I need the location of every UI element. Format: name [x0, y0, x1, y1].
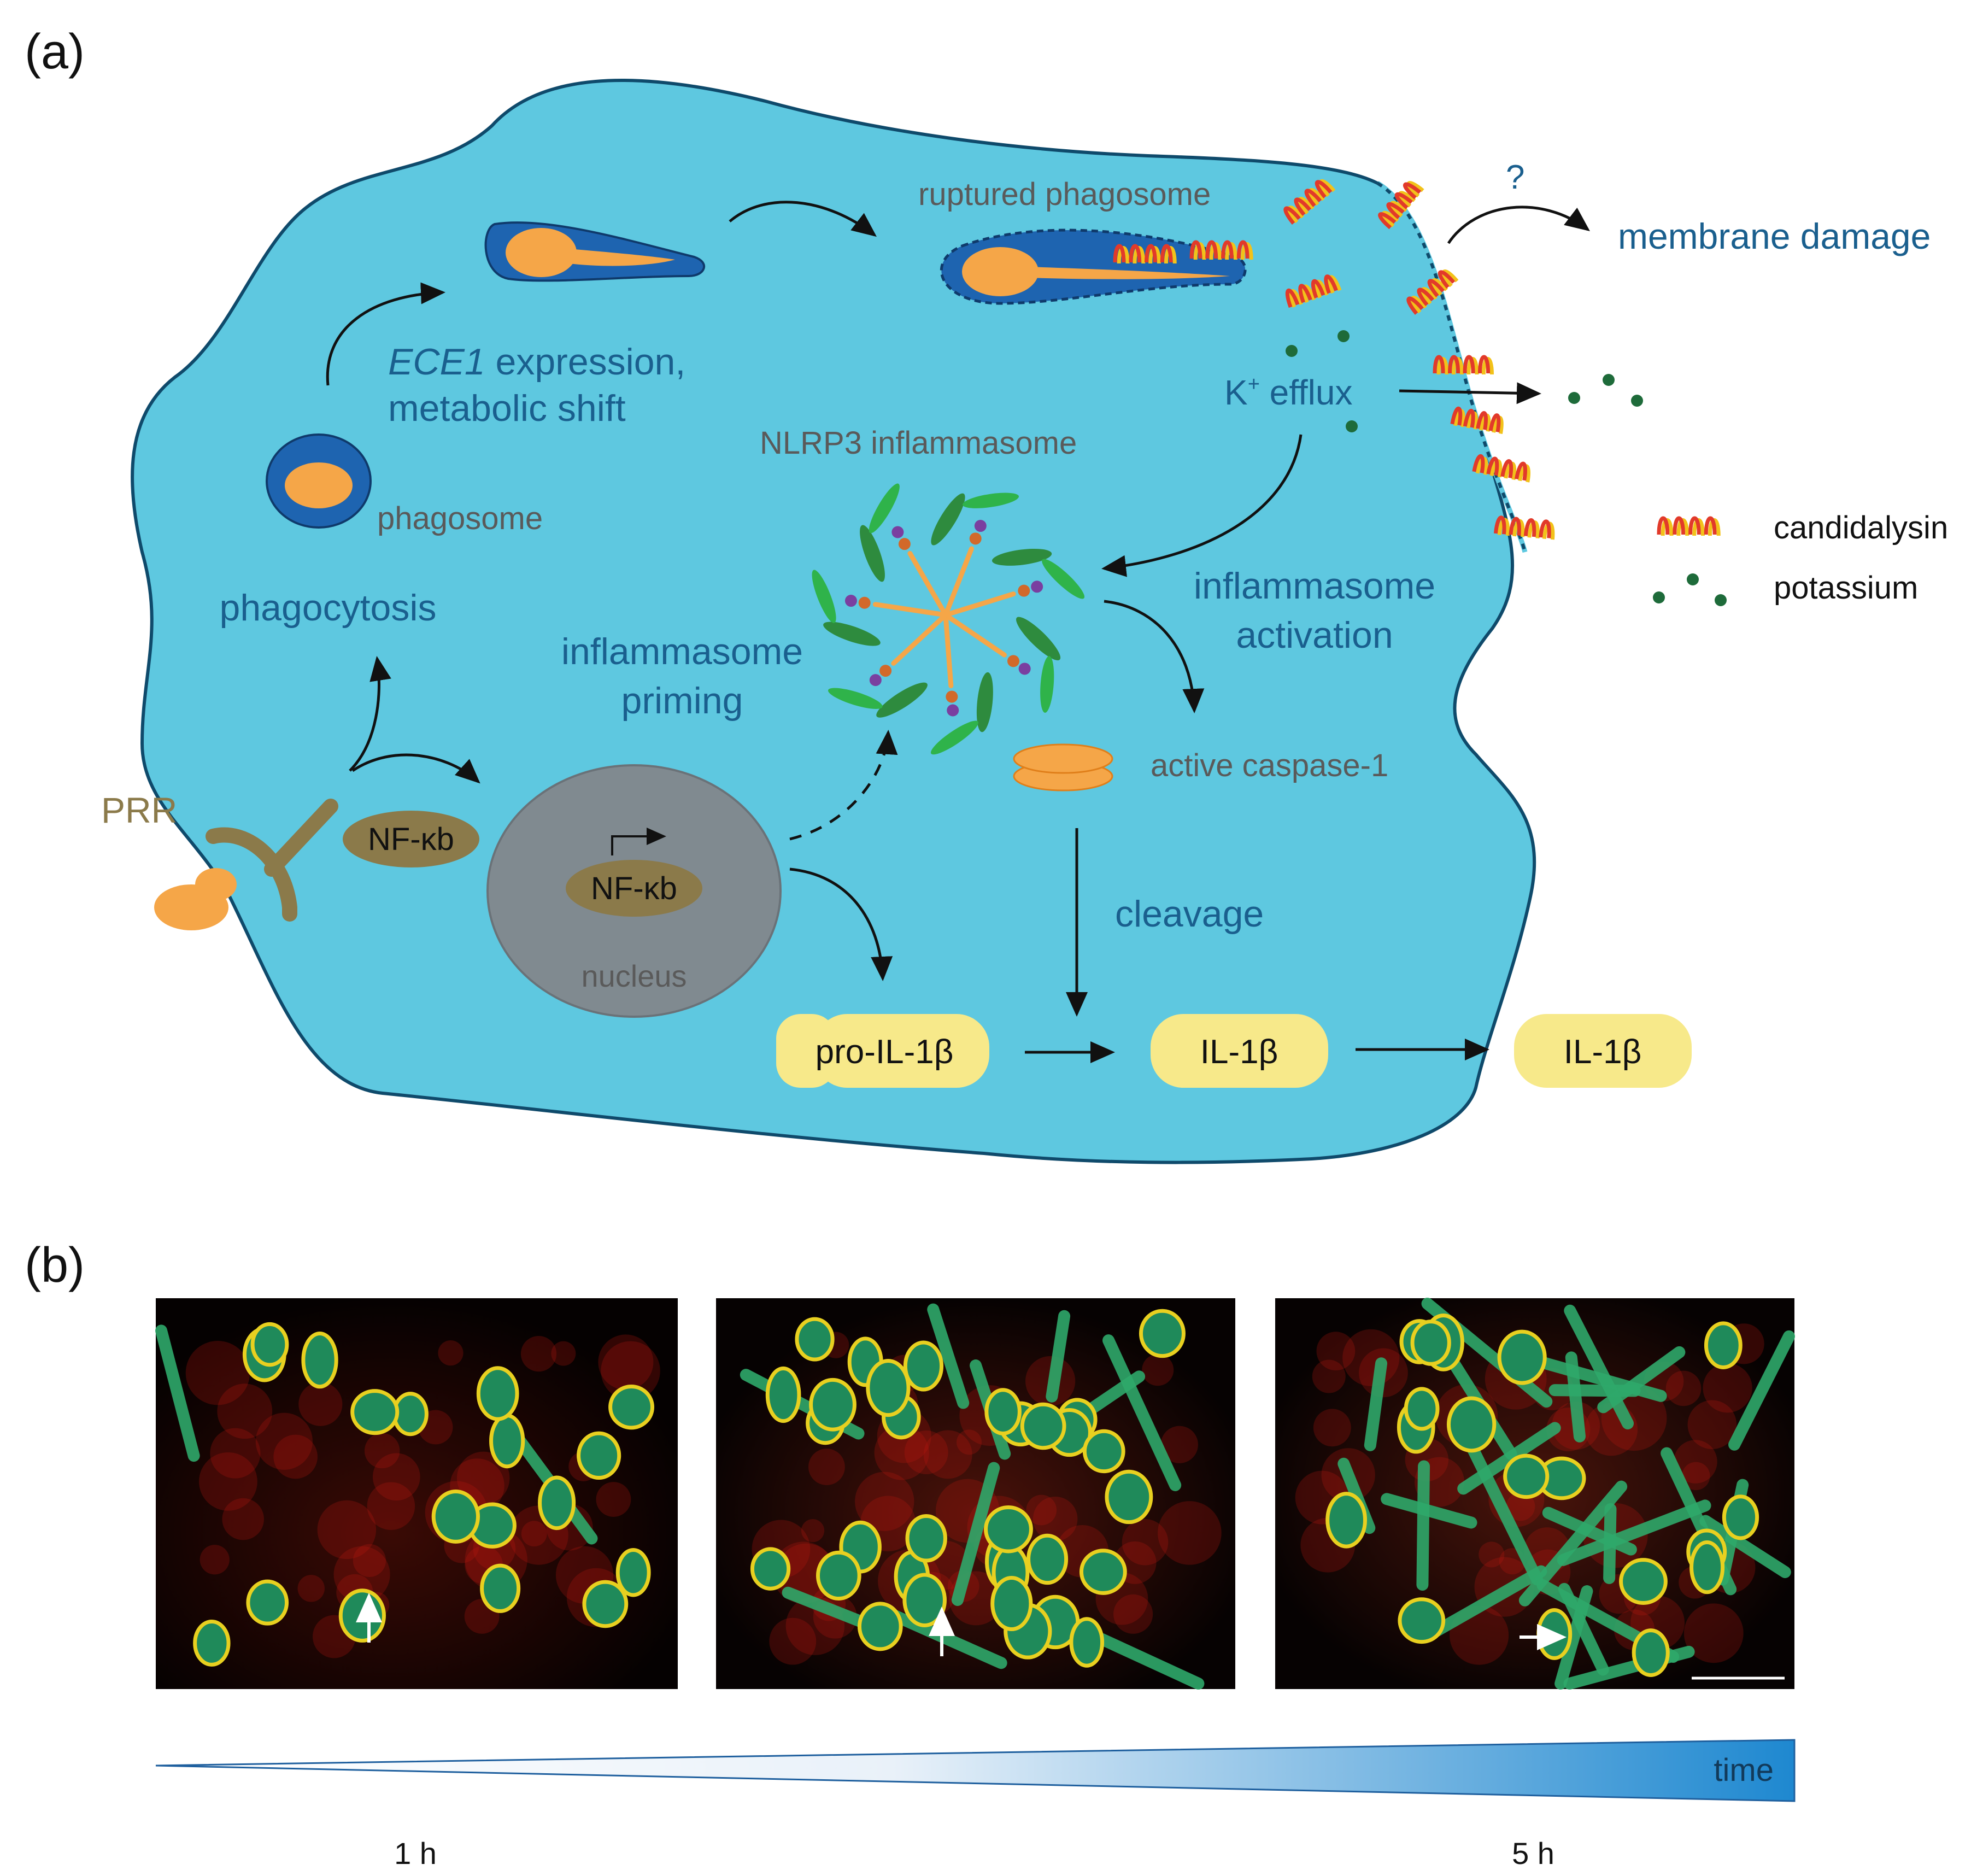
cleavage-label: cleavage — [1115, 893, 1264, 935]
phagosome-label: phagosome — [377, 501, 543, 536]
prr-receptor-stem — [264, 799, 338, 877]
efflux-to-inflammasome-arrow — [1101, 434, 1303, 577]
time-start-label: 1 h — [394, 1836, 437, 1871]
activation-arrow — [1104, 600, 1205, 713]
time-label: time — [1714, 1752, 1774, 1788]
panel-a-label: (a) — [25, 25, 85, 79]
priming-label-1: inflammasome — [561, 631, 803, 672]
micrograph-mid — [716, 1298, 1235, 1690]
il1b-outside-label: IL-1β — [1564, 1033, 1642, 1071]
ece1-expression-label: ECE1 expression, — [388, 341, 685, 383]
nfkb-nuclear-label: NF-κb — [591, 871, 677, 906]
legend-candidalysin-label: candidalysin — [1774, 510, 1948, 546]
phagocytosis-arrow — [349, 656, 391, 772]
candidalysin-helix — [1406, 269, 1459, 315]
nfkb-cytoplasm-icon — [343, 811, 479, 867]
candidalysin-helix — [1285, 274, 1342, 308]
question-mark: ? — [1506, 159, 1524, 196]
il1b-outside-icon — [1514, 1014, 1692, 1088]
active-caspase-1-label: active caspase-1 — [1151, 748, 1388, 783]
priming-arrow — [789, 730, 898, 841]
candidalysin-helix — [1189, 240, 1253, 260]
k-efflux-label: K+ efflux — [1224, 373, 1352, 412]
candidalysin-helix — [1433, 355, 1494, 375]
pro-il1b-icon — [776, 1014, 989, 1088]
candidalysin-helix — [1283, 179, 1336, 225]
phagosome-icon — [266, 433, 372, 529]
k-efflux-arrow — [1399, 382, 1541, 404]
phagosome-to-hypha-arrow — [326, 282, 445, 386]
prr-to-nfkb-arrow — [351, 753, 480, 784]
nfkb-cytoplasm-label: NF-κb — [368, 822, 454, 857]
potassium-icon — [1653, 573, 1727, 606]
time-wedge — [155, 1739, 1796, 1802]
legend-potassium-label: potassium — [1774, 570, 1918, 606]
active-caspase-1-icon — [1013, 743, 1113, 792]
pro-il1b-label: pro-IL-1β — [816, 1033, 954, 1071]
yeast-cell-icon — [154, 868, 237, 930]
il1b-inside-icon — [1151, 1014, 1328, 1088]
candidalysin-helices — [1113, 179, 1555, 540]
candidalysin-helix — [1657, 516, 1721, 536]
potassium-dots-outside — [1568, 374, 1643, 407]
nucleus-label: nucleus — [581, 959, 687, 993]
nucleus-to-pro-il1b-arrow — [789, 867, 893, 981]
membrane-damage-arrow — [1447, 206, 1590, 244]
micrograph-1h — [155, 1298, 678, 1689]
nlrp3-label: NLRP3 inflammasome — [760, 425, 1077, 461]
potassium-dots-inside — [1286, 330, 1358, 432]
nfkb-nuclear-icon — [566, 860, 702, 917]
transcription-arrow — [611, 828, 666, 855]
candidalysin-helix — [1493, 515, 1555, 540]
time-end-label: 5 h — [1512, 1836, 1554, 1871]
nlrp3-inflammasome-icon — [812, 483, 1085, 755]
activation-label-2: activation — [1236, 614, 1393, 656]
membrane-damage-label: membrane damage — [1618, 216, 1931, 256]
candidalysin-helix — [1472, 454, 1530, 483]
activation-label-1: inflammasome — [1194, 565, 1435, 607]
candidalysin-helix — [1378, 181, 1424, 230]
legend: candidalysin potassium — [1653, 510, 1948, 606]
hypha-to-rupture-arrow — [729, 201, 877, 237]
candidalysin-helix — [1113, 244, 1177, 264]
phagocytosis-label: phagocytosis — [220, 587, 437, 629]
ruptured-phagosome-label: ruptured phagosome — [918, 177, 1211, 212]
candidalysin-icon — [1657, 516, 1721, 536]
prr-label: PRR — [101, 790, 177, 830]
hyphal-phagosome-icon — [484, 221, 706, 282]
il1b-inside-label: IL-1β — [1200, 1033, 1278, 1071]
panel-b-label: (b) — [25, 1238, 85, 1293]
candidalysin-helix — [1450, 406, 1504, 434]
priming-label-2: priming — [621, 680, 743, 722]
prr-receptor-icon — [206, 827, 297, 922]
micrograph-5h — [1275, 1298, 1795, 1690]
metabolic-shift-label: metabolic shift — [388, 388, 626, 429]
